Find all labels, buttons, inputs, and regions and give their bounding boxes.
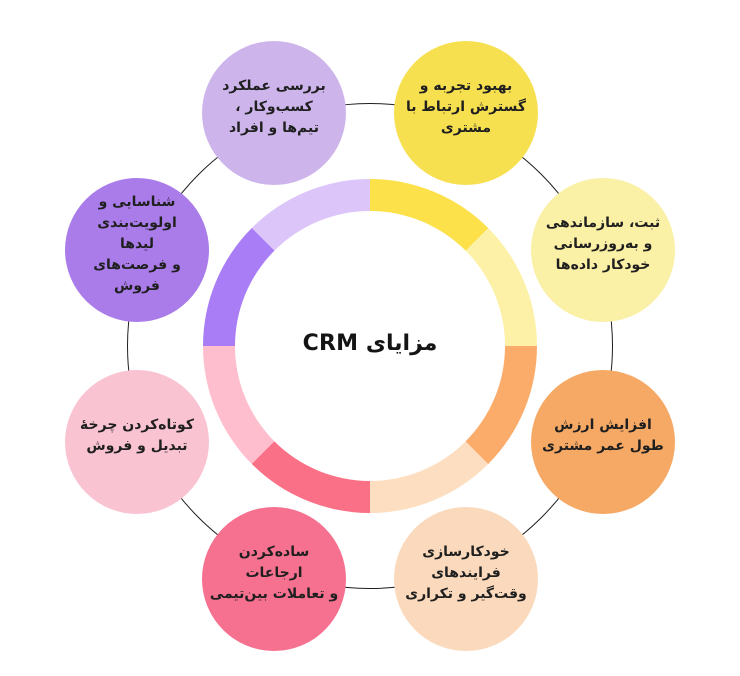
benefit-label: ساده‌کردن ارجاعات و تعاملات بین‌تیمی bbox=[209, 543, 339, 602]
benefit-label: ثبت، سازماندهی و به‌روزرسانی خودکار داده… bbox=[545, 214, 661, 273]
benefits-ring: مزایای CRM bbox=[203, 179, 537, 513]
diagram-title: مزایای CRM bbox=[302, 330, 438, 356]
benefit-node-improve-experience: بهبود تجربه و گسترش ارتباط با مشتری bbox=[394, 41, 538, 185]
benefit-node-leads: شناسایی و اولویت‌بندی لیدها و فرصت‌های ف… bbox=[65, 178, 209, 322]
benefit-node-referrals: ساده‌کردن ارجاعات و تعاملات بین‌تیمی bbox=[202, 507, 346, 651]
benefit-label: بهبود تجربه و گسترش ارتباط با مشتری bbox=[405, 77, 527, 136]
benefit-node-automation: خودکارسازی فرایندهای وقت‌گیر و تکراری bbox=[394, 507, 538, 651]
benefit-label: بررسی عملکرد کسب‌وکار ، تیم‌ها و افراد bbox=[222, 77, 326, 136]
benefit-label: شناسایی و اولویت‌بندی لیدها و فرصت‌های ف… bbox=[93, 193, 181, 294]
benefit-node-lifetime-value: افزایش ارزش طول عمر مشتری bbox=[531, 370, 675, 514]
benefit-node-sales-cycle: کوتاه‌کردن چرخهٔ تبدیل و فروش bbox=[65, 370, 209, 514]
benefit-node-performance-review: بررسی عملکرد کسب‌وکار ، تیم‌ها و افراد bbox=[202, 41, 346, 185]
connector-circle bbox=[127, 103, 613, 589]
benefit-label: افزایش ارزش طول عمر مشتری bbox=[542, 417, 664, 454]
ring-inner-circle: مزایای CRM bbox=[235, 211, 505, 481]
benefit-label: خودکارسازی فرایندهای وقت‌گیر و تکراری bbox=[405, 543, 527, 602]
benefit-node-auto-data: ثبت، سازماندهی و به‌روزرسانی خودکار داده… bbox=[531, 178, 675, 322]
benefit-label: کوتاه‌کردن چرخهٔ تبدیل و فروش bbox=[80, 417, 194, 454]
